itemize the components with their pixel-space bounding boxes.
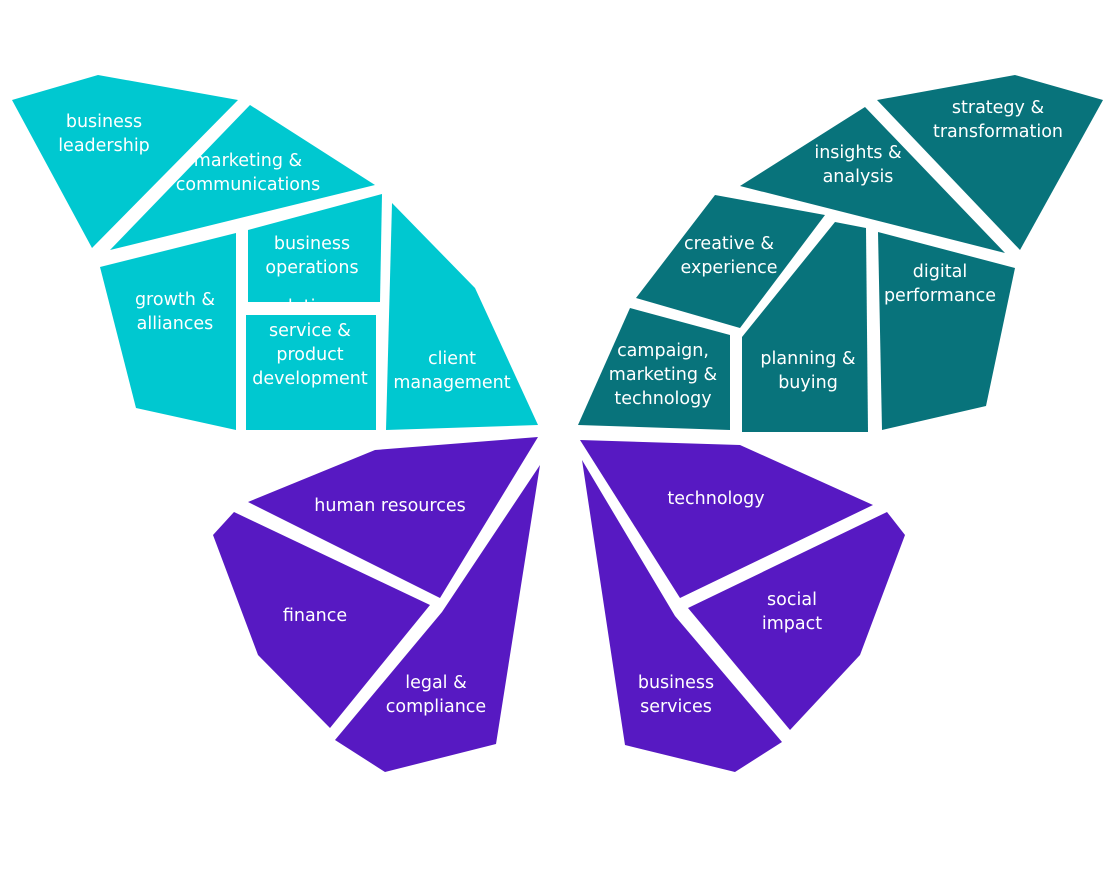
label-line: client <box>428 349 476 369</box>
label-line: planning & <box>760 349 856 369</box>
segment-finance[interactable] <box>213 512 430 728</box>
label-line: campaign, <box>617 341 709 361</box>
label-social-impact: social impact <box>762 590 822 634</box>
label-line: services <box>640 697 712 717</box>
label-line: growth & <box>135 290 215 310</box>
segment-campaign-marketing-technology[interactable] <box>578 308 730 430</box>
segment-planning-buying[interactable] <box>742 222 868 432</box>
label-creative-experience: creative & experience <box>681 234 778 278</box>
label-line: communications <box>176 175 320 195</box>
label-strategy-transformation: strategy & transformation <box>933 98 1063 142</box>
label-finance: finance <box>283 606 347 626</box>
segment-solutions-service-product-development[interactable] <box>246 315 376 430</box>
segment-technology[interactable] <box>580 440 873 598</box>
label-planning-buying: planning & buying <box>760 349 856 393</box>
segment-business-services[interactable] <box>582 460 782 772</box>
segment-client-management[interactable] <box>386 203 538 430</box>
segment-marketing-communications[interactable] <box>110 105 375 250</box>
label-line: finance <box>283 606 347 626</box>
label-solutions-service-product-development: solutions, service & product development <box>252 297 368 389</box>
wing-segments <box>12 75 1103 772</box>
label-line: business <box>66 112 142 132</box>
label-line: experience <box>681 258 778 278</box>
label-client-management: client management <box>393 349 510 393</box>
label-line: human resources <box>314 496 465 516</box>
segment-business-operations[interactable] <box>248 194 382 302</box>
segment-legal-compliance[interactable] <box>335 465 540 772</box>
label-line: digital <box>913 262 967 282</box>
label-line: strategy & <box>952 98 1045 118</box>
label-line: insights & <box>814 143 902 163</box>
label-line: technology <box>667 489 764 509</box>
label-business-services: business services <box>638 673 714 717</box>
segment-strategy-transformation[interactable] <box>877 75 1103 250</box>
segment-growth-alliances[interactable] <box>100 233 236 430</box>
label-line: social <box>767 590 817 610</box>
label-line: business <box>274 234 350 254</box>
label-line: leadership <box>58 136 150 156</box>
label-line: alliances <box>137 314 214 334</box>
label-business-operations: business operations <box>265 234 358 278</box>
label-insights-analysis: insights & analysis <box>814 143 902 187</box>
label-line: service & <box>269 321 351 341</box>
segment-business-leadership[interactable] <box>12 75 238 248</box>
label-line: business <box>638 673 714 693</box>
label-digital-performance: digital performance <box>884 262 996 306</box>
label-line: performance <box>884 286 996 306</box>
label-line: buying <box>778 373 838 393</box>
label-line: marketing & <box>609 365 718 385</box>
label-line: management <box>393 373 510 393</box>
label-line: operations <box>265 258 358 278</box>
segment-human-resources[interactable] <box>248 437 538 598</box>
label-business-leadership: business leadership <box>58 112 150 156</box>
label-legal-compliance: legal & compliance <box>386 673 486 717</box>
label-line: compliance <box>386 697 486 717</box>
label-technology: technology <box>667 489 764 509</box>
label-campaign-marketing-technology: campaign, marketing & technology <box>609 341 718 409</box>
segment-insights-analysis[interactable] <box>740 107 1005 253</box>
segment-creative-experience[interactable] <box>636 195 825 328</box>
wing-labels: business leadership marketing & communicati… <box>58 98 1063 717</box>
label-line: transformation <box>933 122 1063 142</box>
label-marketing-communications: marketing & communications <box>176 151 320 195</box>
label-line: impact <box>762 614 822 634</box>
label-line: product <box>276 345 343 365</box>
label-line: solutions, <box>268 297 352 317</box>
label-human-resources: human resources <box>314 496 465 516</box>
label-line: marketing & <box>194 151 303 171</box>
label-line: legal & <box>405 673 467 693</box>
label-line: analysis <box>823 167 894 187</box>
segment-social-impact[interactable] <box>688 512 905 730</box>
label-line: technology <box>614 389 711 409</box>
label-line: creative & <box>684 234 774 254</box>
label-line: development <box>252 369 368 389</box>
label-growth-alliances: growth & alliances <box>135 290 215 334</box>
segment-digital-performance[interactable] <box>878 232 1015 430</box>
